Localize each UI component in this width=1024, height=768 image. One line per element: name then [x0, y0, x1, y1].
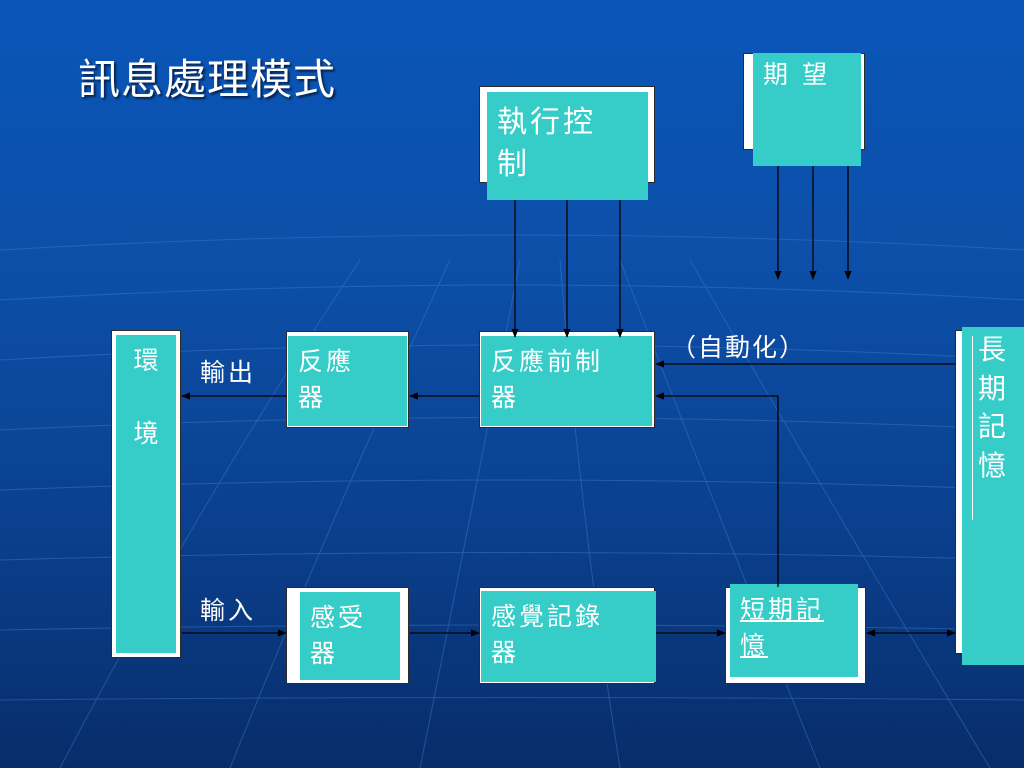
response-generator-label: 反應前制 器: [481, 336, 652, 426]
receptor-box: 感受 器: [286, 587, 409, 684]
expectation-label: 期 望: [753, 53, 861, 166]
long-term-memory-accent: [972, 336, 973, 520]
sensory-register-label: 感覺記錄 器: [481, 591, 656, 682]
effector-box: 反應 器: [286, 331, 409, 428]
environment-label: 環 境: [116, 335, 176, 653]
output-label: 輸出: [200, 358, 257, 387]
input-label: 輸入: [200, 596, 257, 625]
short-term-memory-box: 短期記 憶: [725, 584, 866, 684]
effector-label: 反應 器: [288, 336, 407, 426]
sensory-register-box: 感覺記錄 器: [479, 587, 656, 684]
receptor-label: 感受 器: [300, 592, 400, 680]
automation-label: （自動化）: [671, 333, 807, 362]
long-term-memory-box: 長 期 記 憶: [955, 327, 1024, 665]
executive-control-box: 執行控 制: [479, 86, 655, 200]
environment-box: 環 境: [111, 330, 181, 658]
expectation-box: 期 望: [743, 53, 865, 166]
page-title: 訊息處理模式: [78, 55, 337, 104]
response-generator-box: 反應前制 器: [479, 331, 655, 428]
executive-control-label: 執行控 制: [487, 92, 648, 200]
short-term-memory-label: 短期記 憶: [730, 584, 858, 677]
